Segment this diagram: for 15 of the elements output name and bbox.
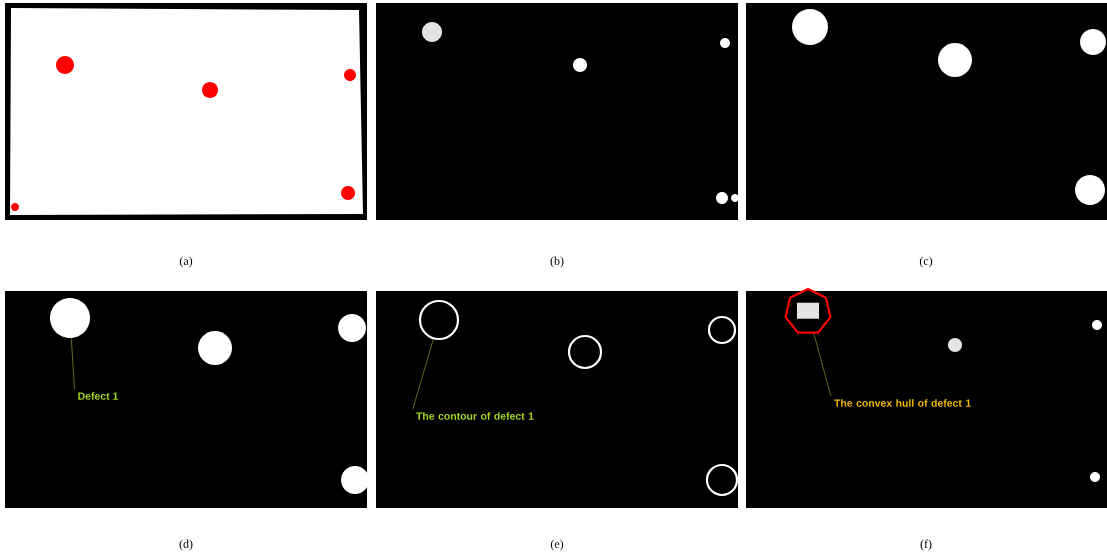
annotation-text: The convex hull of defect 1 — [834, 399, 971, 407]
annotation-text: The contour of defect 1 — [416, 412, 534, 420]
defect-blob — [50, 298, 90, 338]
convex-hull-outline — [784, 287, 832, 334]
panel-caption: (f) — [920, 539, 932, 551]
leader-line — [813, 333, 832, 397]
leader-line — [71, 337, 75, 390]
panel-caption: (b) — [550, 256, 564, 268]
leader-line — [412, 338, 434, 410]
panel-caption: (d) — [179, 539, 193, 551]
annotation-text: Defect 1 — [78, 392, 119, 400]
panel-caption: (e) — [550, 539, 564, 551]
panel-caption: (a) — [179, 256, 193, 268]
panel-caption: (c) — [919, 256, 933, 268]
contour-ring — [418, 299, 460, 341]
